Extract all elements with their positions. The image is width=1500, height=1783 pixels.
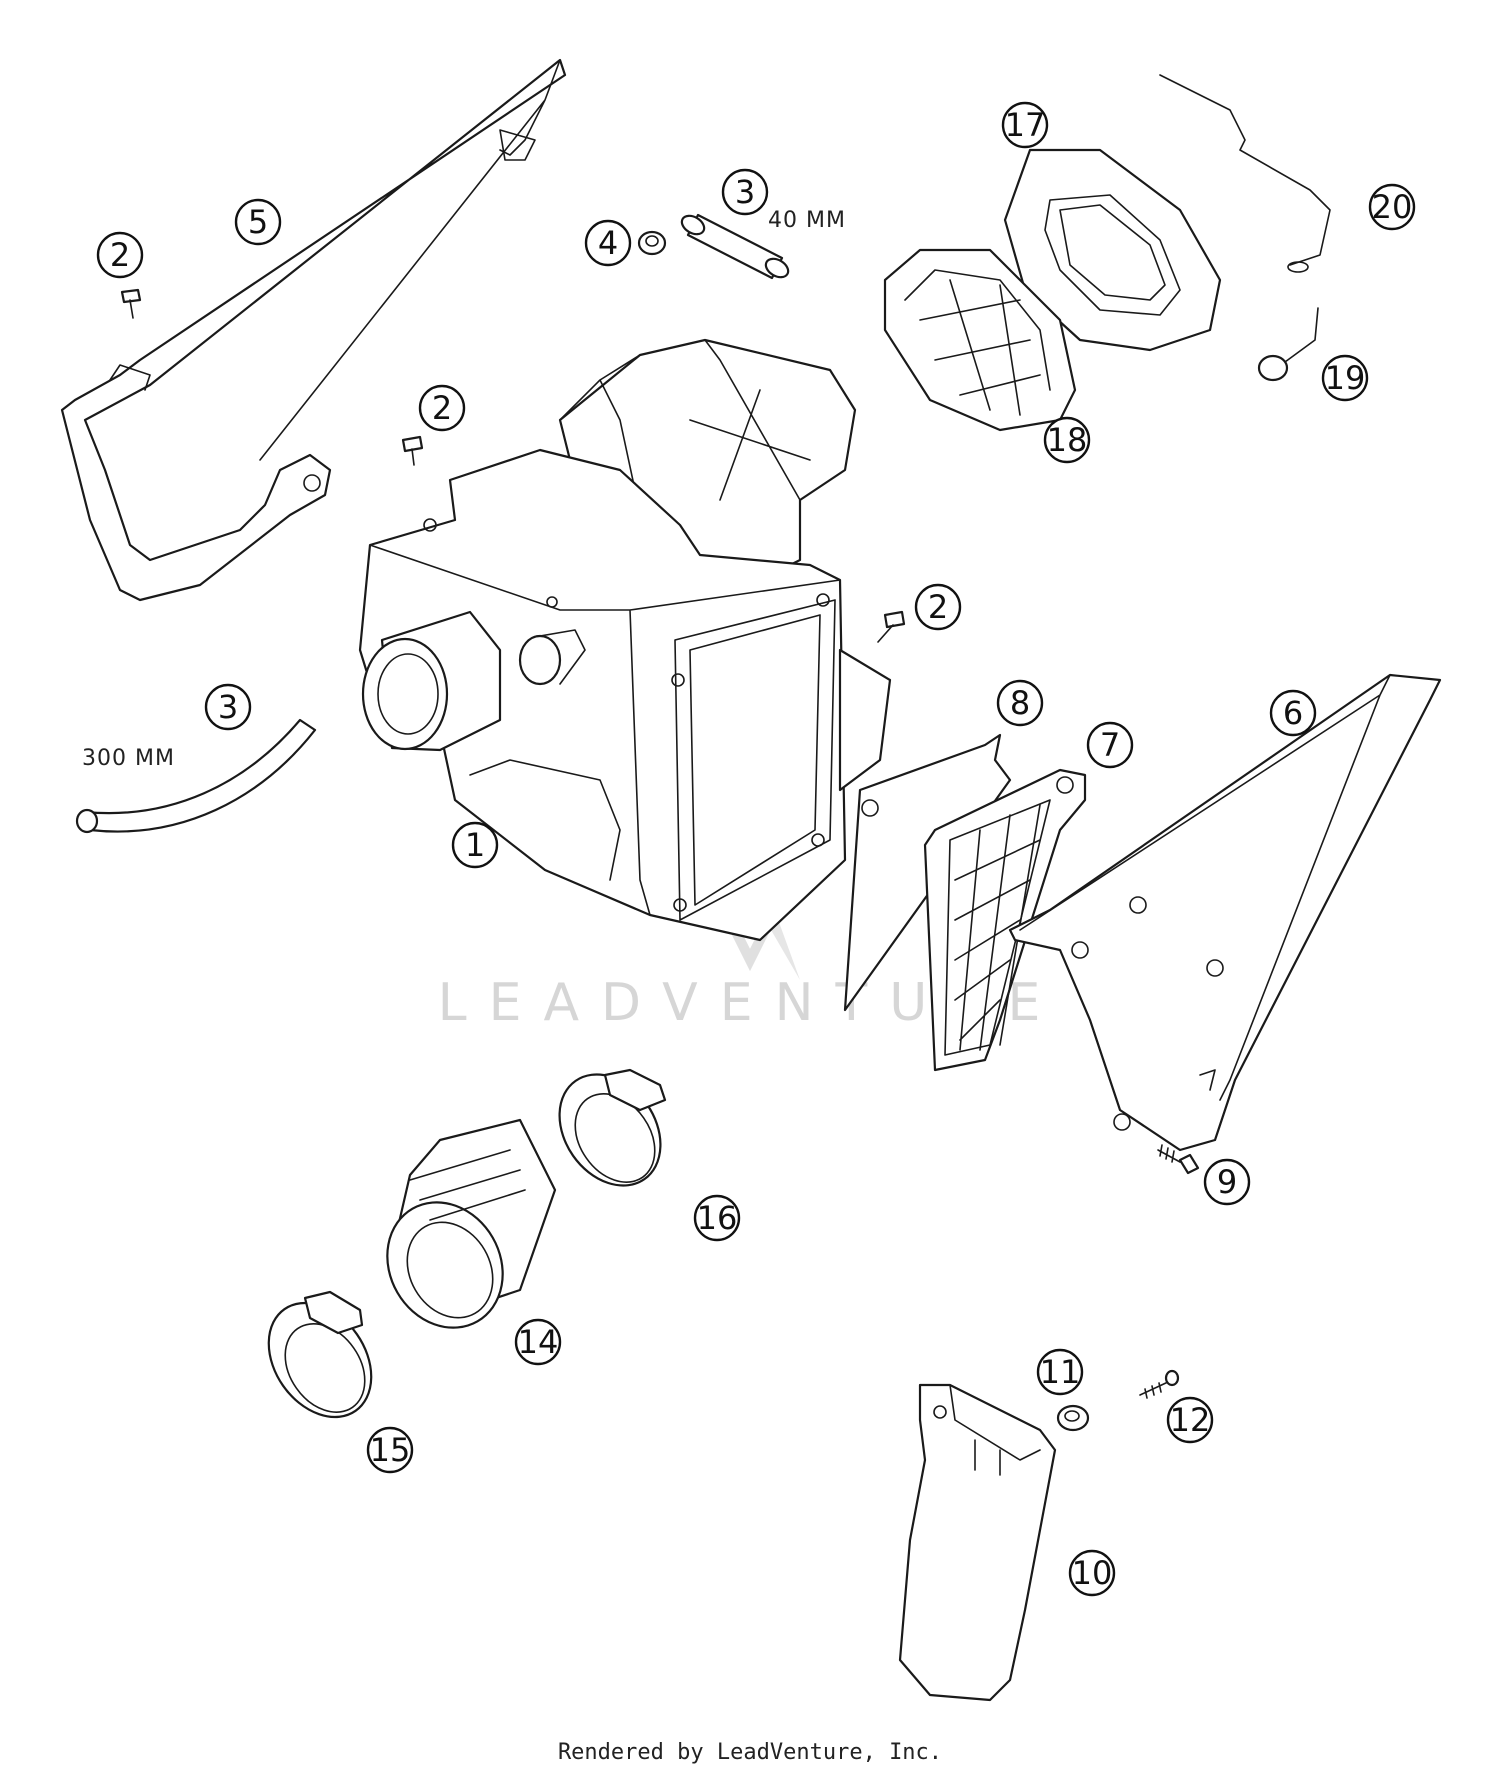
callout-9: 9 <box>1203 1158 1251 1206</box>
svg-text:3: 3 <box>735 173 755 211</box>
hose-clamp-16 <box>558 1068 667 1187</box>
airbox-1 <box>358 338 892 942</box>
svg-text:4: 4 <box>598 224 618 262</box>
screw-12 <box>1139 1369 1180 1399</box>
svg-text:18: 18 <box>1047 421 1088 459</box>
svg-text:20: 20 <box>1372 188 1413 226</box>
svg-text:2: 2 <box>110 236 130 274</box>
callout-6: 6 <box>1269 689 1317 737</box>
hose-short-3 <box>680 213 790 280</box>
mud-flap-10 <box>898 1383 1057 1702</box>
left-side-cover <box>60 58 567 602</box>
svg-text:3: 3 <box>218 688 238 726</box>
screw-2a <box>120 288 142 319</box>
filter-screen-7 <box>923 768 1087 1072</box>
svg-text:11: 11 <box>1040 1353 1081 1391</box>
hose-long-3 <box>75 718 317 834</box>
svg-text:12: 12 <box>1170 1401 1211 1439</box>
callout-2-top-left: 2 <box>96 231 144 279</box>
svg-text:2: 2 <box>928 588 948 626</box>
pin-19 <box>1257 307 1319 382</box>
screw-9 <box>1157 1144 1200 1175</box>
right-side-cover-6 <box>1008 673 1442 1152</box>
svg-text:5: 5 <box>248 203 268 241</box>
svg-text:6: 6 <box>1283 694 1303 732</box>
hose-short-dimension: 40 MM <box>768 208 846 233</box>
footer-credit: Rendered by LeadVenture, Inc. <box>557 1740 943 1765</box>
svg-text:19: 19 <box>1325 359 1366 397</box>
callout-2-right: 2 <box>914 583 962 631</box>
air-filter-17 <box>1003 148 1222 352</box>
callout-15: 15 <box>366 1426 414 1474</box>
svg-text:8: 8 <box>1010 684 1030 722</box>
callout-19: 19 <box>1321 354 1369 402</box>
callout-14: 14 <box>514 1318 562 1366</box>
svg-text:14: 14 <box>518 1323 559 1361</box>
grommet-11 <box>1056 1404 1090 1432</box>
callout-11: 11 <box>1036 1348 1084 1396</box>
callout-3-short-hose: 3 <box>721 168 769 216</box>
callout-7: 7 <box>1086 721 1134 769</box>
svg-text:17: 17 <box>1005 106 1046 144</box>
filter-cage-18 <box>883 248 1077 432</box>
svg-text:1: 1 <box>465 826 485 864</box>
callout-3-long-hose: 3 <box>204 683 252 731</box>
screw-2b <box>401 435 424 466</box>
wire-clip-20 <box>1159 74 1331 273</box>
svg-text:10: 10 <box>1072 1554 1113 1592</box>
hose-long-dimension: 300 MM <box>82 746 175 771</box>
screw-2c <box>877 610 906 643</box>
svg-text:9: 9 <box>1217 1163 1237 1201</box>
svg-text:16: 16 <box>697 1199 738 1237</box>
callout-5: 5 <box>234 198 282 246</box>
callout-18: 18 <box>1043 416 1091 464</box>
hose-clamp-15 <box>267 1290 373 1419</box>
svg-text:15: 15 <box>370 1431 411 1469</box>
svg-text:2: 2 <box>432 389 452 427</box>
callout-17: 17 <box>1001 101 1049 149</box>
callout-20: 20 <box>1368 183 1416 231</box>
callout-2-middle: 2 <box>418 384 466 432</box>
callout-12: 12 <box>1166 1396 1214 1444</box>
svg-text:7: 7 <box>1100 726 1120 764</box>
callout-1: 1 <box>451 821 499 869</box>
intake-boot-14 <box>386 1118 557 1329</box>
grommet-4 <box>637 230 667 256</box>
callout-8: 8 <box>996 679 1044 727</box>
callout-10: 10 <box>1068 1549 1116 1597</box>
callout-4: 4 <box>584 219 632 267</box>
callout-16: 16 <box>693 1194 741 1242</box>
